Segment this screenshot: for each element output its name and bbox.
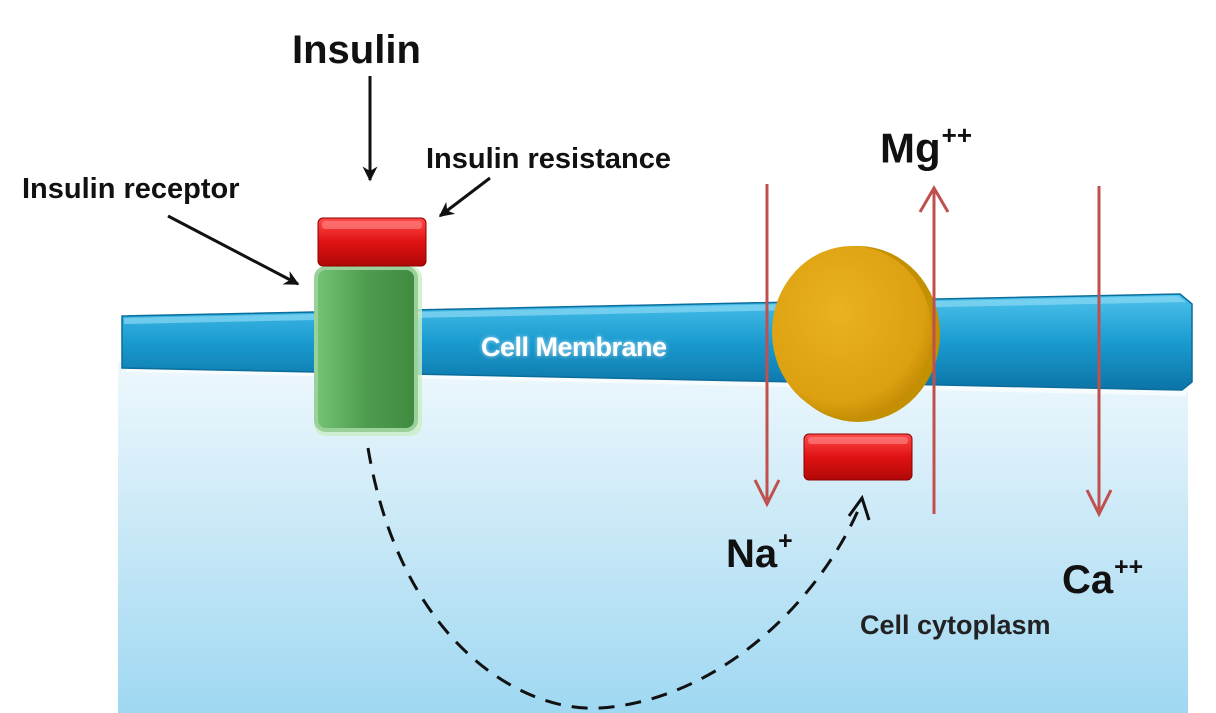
na-symbol: Na — [726, 531, 778, 576]
mg-symbol: Mg — [880, 124, 941, 172]
ion-pump — [772, 246, 940, 422]
insulin-receptor-label: Insulin receptor — [22, 173, 240, 205]
ca-charge: ++ — [1114, 554, 1144, 581]
ca-arrow — [1085, 186, 1113, 518]
insulin-label: Insulin — [292, 28, 421, 72]
cell-membrane-label: Cell Membrane — [481, 332, 667, 362]
cell-cytoplasm-label: Cell cytoplasm — [860, 610, 1051, 640]
ca-ion-label: Ca++ — [1062, 554, 1144, 602]
insulin-resistance-arrow — [438, 176, 491, 218]
mg-ion-label: Mg++ — [880, 122, 972, 170]
insulin-resistance-block — [317, 217, 427, 267]
signal-dashed-arrow — [366, 447, 862, 710]
na-ion-label: Na+ — [726, 528, 793, 576]
pump-block — [803, 433, 913, 481]
mg-arrow — [918, 185, 950, 514]
na-arrow — [753, 184, 781, 508]
insulin-resistance-label: Insulin resistance — [426, 143, 671, 175]
ca-symbol: Ca — [1062, 557, 1114, 602]
cytoplasm-region — [118, 362, 1188, 713]
mg-charge: ++ — [941, 120, 973, 150]
na-charge: + — [778, 528, 793, 555]
insulin-receptor-block — [314, 266, 422, 436]
insulin-receptor-arrow — [167, 214, 300, 286]
signal-arrowhead — [847, 494, 871, 521]
